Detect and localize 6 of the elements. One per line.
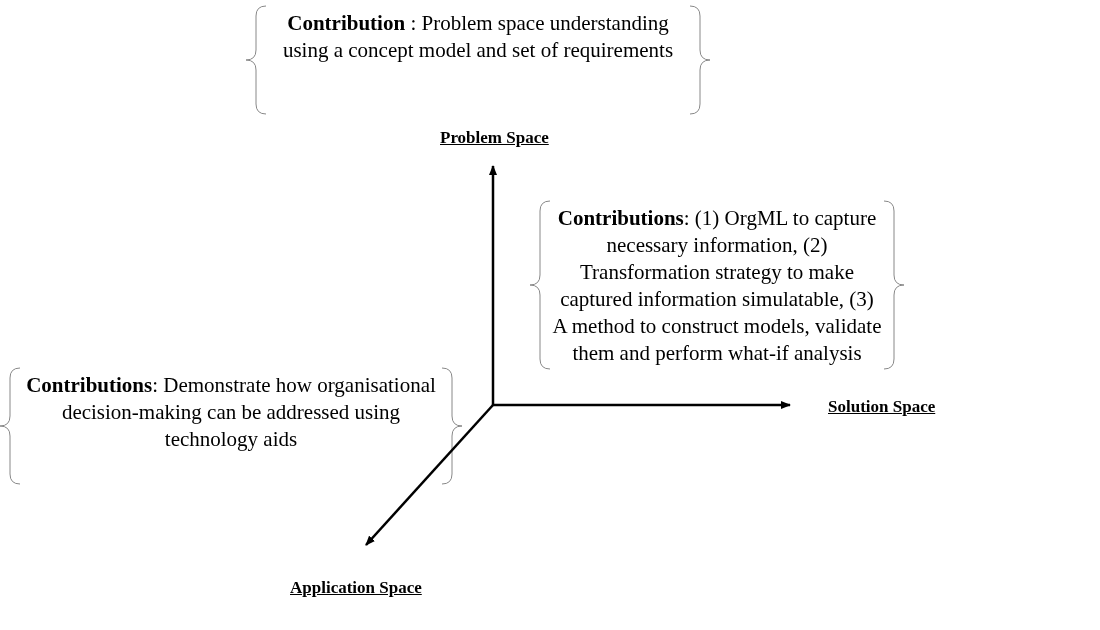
axis-title: Application Space [290, 578, 422, 598]
contribution-text: Contributions: (1) OrgML to capture necessary information, (2) Transformation strategy to make captured information simulatable, (3) A method to construct models, validate them and perform what-if analysis [552, 205, 882, 367]
axis-title: Solution Space [828, 397, 936, 417]
axis-title: Problem Space [440, 128, 549, 148]
contribution-text: Contributions: Demonstrate how organisational decision-making can be addressed using technology aids [25, 372, 437, 453]
contribution-text: Contribution : Problem space understanding using a concept model and set of requirements [281, 10, 675, 64]
